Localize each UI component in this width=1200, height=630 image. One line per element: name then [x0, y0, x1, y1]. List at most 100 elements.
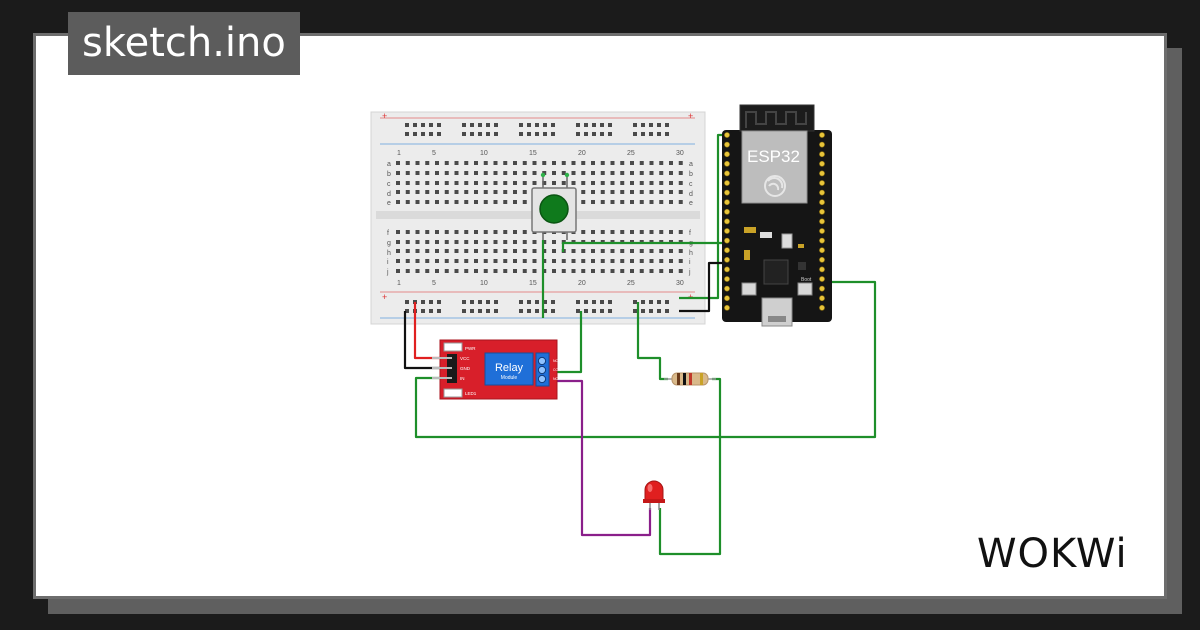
- bb-hole-r0-c1[interactable]: [396, 161, 400, 165]
- bb-rail-hole-1-3-2[interactable]: [592, 132, 596, 136]
- bb-hole-r9-c15[interactable]: [532, 269, 537, 273]
- bb-hole-r1-c3[interactable]: [415, 171, 420, 175]
- esp32-pin-left-18[interactable]: [724, 295, 730, 302]
- esp32-pin-left-6[interactable]: [724, 180, 730, 186]
- bb-hole-r3-c10[interactable]: [483, 190, 488, 194]
- bb-rail-hole-3-2-2[interactable]: [535, 309, 539, 313]
- bb-hole-r3-c25[interactable]: [630, 190, 634, 194]
- bb-hole-r5-c3[interactable]: [415, 230, 420, 234]
- bb-rail-hole-0-2-2[interactable]: [535, 123, 539, 127]
- bb-hole-r0-c22[interactable]: [600, 161, 605, 165]
- bb-hole-r1-c25[interactable]: [630, 171, 634, 175]
- bb-hole-r4-c11[interactable]: [493, 200, 498, 204]
- bb-hole-r5-c5[interactable]: [435, 230, 439, 234]
- bb-hole-r1-c2[interactable]: [405, 171, 410, 175]
- bb-hole-r7-c22[interactable]: [600, 249, 605, 253]
- bb-hole-r8-c14[interactable]: [522, 259, 527, 263]
- resistor[interactable]: [664, 372, 716, 386]
- bb-hole-r8-c12[interactable]: [503, 259, 508, 263]
- bb-hole-r4-c3[interactable]: [415, 200, 420, 204]
- bb-hole-r4-c12[interactable]: [503, 200, 508, 204]
- bb-hole-r8-c2[interactable]: [405, 259, 410, 263]
- bb-hole-r7-c29[interactable]: [669, 249, 673, 253]
- bb-hole-r8-c6[interactable]: [444, 259, 449, 263]
- bb-rail-hole-0-1-0[interactable]: [462, 123, 466, 127]
- bb-hole-r7-c20[interactable]: [581, 249, 586, 253]
- bb-hole-r4-c28[interactable]: [659, 200, 664, 204]
- bb-hole-r6-c2[interactable]: [405, 240, 410, 244]
- bb-rail-hole-3-1-0[interactable]: [462, 309, 466, 313]
- bb-rail-hole-0-2-1[interactable]: [527, 123, 531, 127]
- bb-hole-r6-c11[interactable]: [493, 240, 498, 244]
- bb-hole-r5-c6[interactable]: [444, 230, 449, 234]
- esp32-pin-left-11[interactable]: [724, 228, 730, 234]
- bb-hole-r0-c17[interactable]: [552, 161, 556, 165]
- bb-hole-r4-c7[interactable]: [454, 200, 459, 204]
- bb-hole-r0-c26[interactable]: [639, 161, 644, 165]
- bb-rail-hole-1-3-0[interactable]: [576, 132, 580, 136]
- bb-hole-r3-c21[interactable]: [591, 190, 595, 194]
- bb-rail-hole-0-3-0[interactable]: [576, 123, 580, 127]
- bb-rail-hole-0-1-1[interactable]: [470, 123, 474, 127]
- bb-rail-hole-1-1-4[interactable]: [494, 132, 498, 136]
- bb-hole-r0-c13[interactable]: [513, 161, 517, 165]
- esp32-pin-left-7[interactable]: [724, 189, 730, 196]
- bb-hole-r4-c30[interactable]: [678, 200, 683, 204]
- esp32-pin-left-9[interactable]: [724, 208, 730, 215]
- bb-rail-hole-0-3-3[interactable]: [600, 123, 604, 127]
- bb-rail-hole-2-2-2[interactable]: [535, 300, 539, 304]
- bb-hole-r4-c23[interactable]: [610, 200, 615, 204]
- bb-hole-r2-c3[interactable]: [415, 181, 420, 185]
- bb-hole-r1-c4[interactable]: [425, 171, 430, 175]
- bb-hole-r6-c4[interactable]: [425, 240, 430, 244]
- bb-hole-r9-c5[interactable]: [435, 269, 439, 273]
- esp32-pin-left-19[interactable]: [724, 304, 730, 311]
- bb-hole-r9-c25[interactable]: [630, 269, 634, 273]
- bb-hole-r4-c14[interactable]: [522, 200, 527, 204]
- esp32-pin-right-3[interactable]: [819, 151, 825, 158]
- bb-hole-r8-c29[interactable]: [669, 259, 673, 263]
- bb-rail-hole-3-4-0[interactable]: [633, 309, 637, 313]
- bb-hole-r2-c27[interactable]: [649, 181, 654, 185]
- bb-hole-r5-c24[interactable]: [620, 230, 625, 234]
- bb-hole-r2-c14[interactable]: [522, 181, 527, 185]
- bb-hole-r0-c9[interactable]: [474, 161, 478, 165]
- bb-hole-r0-c7[interactable]: [454, 161, 459, 165]
- bb-rail-hole-1-1-0[interactable]: [462, 132, 466, 136]
- bb-hole-r0-c14[interactable]: [522, 161, 527, 165]
- bb-hole-r2-c5[interactable]: [435, 181, 439, 185]
- bb-hole-r4-c8[interactable]: [464, 200, 469, 204]
- esp32-pin-right-4[interactable]: [819, 160, 825, 167]
- bb-hole-r6-c15[interactable]: [532, 240, 537, 244]
- bb-hole-r9-c10[interactable]: [483, 269, 488, 273]
- bb-hole-r0-c12[interactable]: [503, 161, 508, 165]
- bb-hole-r0-c25[interactable]: [630, 161, 634, 165]
- bb-rail-hole-0-2-3[interactable]: [543, 123, 547, 127]
- bb-rail-hole-0-4-2[interactable]: [649, 123, 653, 127]
- bb-hole-r1-c6[interactable]: [444, 171, 449, 175]
- bb-hole-r3-c5[interactable]: [435, 190, 439, 194]
- bb-hole-r7-c26[interactable]: [639, 249, 644, 253]
- bb-rail-hole-2-0-0[interactable]: [405, 300, 409, 304]
- bb-hole-r7-c1[interactable]: [396, 249, 400, 253]
- esp32-pin-left-8[interactable]: [724, 199, 730, 206]
- esp32-pin-left-1[interactable]: [724, 132, 730, 138]
- bb-hole-r0-c29[interactable]: [669, 161, 673, 165]
- bb-hole-r9-c24[interactable]: [620, 269, 625, 273]
- bb-hole-r5-c11[interactable]: [493, 230, 498, 234]
- bb-hole-r8-c21[interactable]: [591, 259, 595, 263]
- bb-hole-r7-c6[interactable]: [444, 249, 449, 253]
- bb-hole-r9-c19[interactable]: [571, 269, 576, 273]
- bb-hole-r6-c14[interactable]: [522, 240, 527, 244]
- bb-hole-r1-c26[interactable]: [639, 171, 644, 175]
- bb-hole-r8-c7[interactable]: [454, 259, 459, 263]
- bb-rail-hole-3-4-1[interactable]: [641, 309, 645, 313]
- bb-rail-hole-1-2-4[interactable]: [551, 132, 555, 136]
- wire-button-to-esp32[interactable]: [561, 241, 727, 252]
- bb-hole-r5-c22[interactable]: [600, 230, 605, 234]
- bb-hole-r5-c7[interactable]: [454, 230, 459, 234]
- bb-hole-r8-c1[interactable]: [396, 259, 400, 263]
- bb-hole-r7-c15[interactable]: [532, 249, 537, 253]
- bb-hole-r5-c28[interactable]: [659, 230, 664, 234]
- bb-hole-r5-c12[interactable]: [503, 230, 508, 234]
